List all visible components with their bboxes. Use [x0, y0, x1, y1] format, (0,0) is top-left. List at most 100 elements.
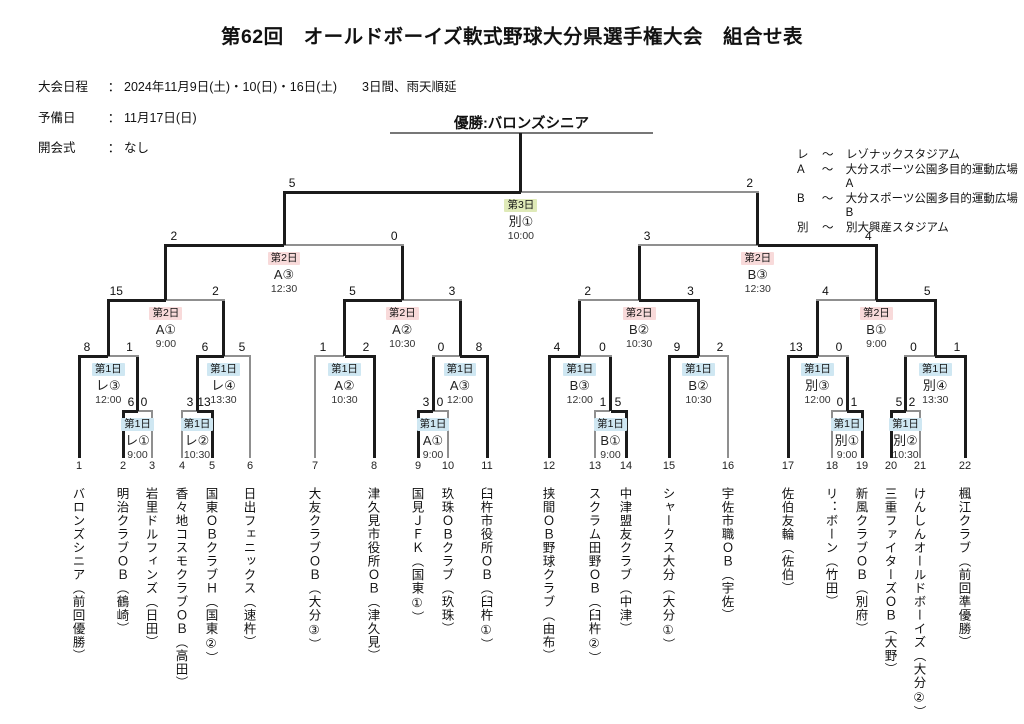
info-row-2: 開会式：なし — [38, 137, 456, 168]
match-a3d2-bar-left — [164, 243, 285, 247]
match-re3-score-right: 1 — [126, 340, 133, 354]
match-re3-left-leg — [77, 356, 81, 458]
team-18-name: リ：ボーン（竹田） — [823, 487, 838, 609]
match-b1d2-bar-right — [876, 298, 937, 302]
team-10-number: 10 — [441, 460, 455, 472]
match-b3d2-score-right: 4 — [865, 229, 872, 243]
match-re2-score-left: 3 — [186, 395, 194, 409]
match-b1d2-bar-left — [816, 299, 877, 301]
match-time: 10:30 — [625, 338, 653, 350]
info-colon: ： — [107, 110, 121, 125]
legend-name: 大分スポーツ公園多目的運動広場A — [845, 163, 1018, 191]
match-code: A① — [422, 433, 444, 448]
match-time: 12:00 — [804, 394, 831, 406]
match-final-bar-left — [282, 190, 521, 194]
match-a3d1-score-left: 0 — [437, 340, 445, 354]
match-b3d1-left-leg — [547, 356, 551, 458]
match-b2d2-score-left: 2 — [584, 284, 592, 298]
team-13-name: スクラム田野ＯＢ（臼杵②） — [586, 487, 601, 665]
match-b1d1-score-right: 5 — [614, 395, 622, 409]
team-20-number: 20 — [884, 460, 898, 472]
match-a3d2-score-right: 0 — [390, 229, 398, 243]
match-be1-score-right: 1 — [850, 395, 858, 409]
team-5-number: 5 — [208, 460, 216, 472]
match-b2d2-bar-left — [578, 299, 640, 301]
team-21-number: 21 — [913, 460, 927, 472]
team-15-name: シャークス大分（大分①） — [660, 487, 675, 652]
match-day-chip: 第1日 — [830, 418, 864, 431]
info-value: なし — [124, 141, 150, 155]
match-code: B③ — [569, 378, 590, 393]
match-a1d1-bar-left — [416, 409, 433, 413]
match-a1d2-left-leg — [106, 300, 110, 356]
team-6-number: 6 — [246, 460, 254, 472]
team-7-number: 7 — [311, 460, 319, 472]
match-day-chip: 第2日 — [385, 307, 419, 320]
legend-row-1: A～大分スポーツ公園多目的運動広場A — [797, 163, 1024, 192]
match-a3d1-bar-right — [460, 354, 489, 358]
match-a3d1-left-leg — [431, 356, 435, 411]
match-b2d1-right-leg — [727, 356, 729, 458]
match-code: A② — [392, 322, 413, 337]
team-8-number: 8 — [370, 460, 378, 472]
match-code: 別① — [834, 433, 860, 448]
match-re1-right-leg — [151, 411, 153, 458]
legend-code: レ — [797, 149, 809, 161]
team-22-number: 22 — [958, 460, 972, 472]
match-be2-left-leg — [889, 411, 893, 458]
match-day-chip: 第1日 — [594, 418, 627, 431]
match-be4-right-leg — [963, 356, 967, 458]
match-be2-bar-left — [889, 409, 906, 413]
match-a2d1-bar-left — [314, 355, 345, 357]
match-a1d1-right-leg — [447, 411, 449, 458]
match-be1-right-leg — [860, 411, 864, 458]
team-1-name: バロンズシニア（前回優勝） — [70, 487, 85, 663]
match-day-chip: 第2日 — [149, 307, 183, 320]
match-re2-score-right: 13 — [197, 395, 211, 409]
team-13-number: 13 — [588, 460, 602, 472]
match-time: 9:00 — [866, 338, 887, 350]
match-be1-left-leg — [831, 411, 833, 458]
match-a2d2-left-leg — [343, 300, 346, 356]
match-time: 9:00 — [155, 338, 177, 350]
champion-underline — [390, 132, 653, 134]
match-re4-bar-right — [223, 355, 251, 357]
match-a1d1-left-leg — [416, 411, 420, 458]
legend-tilde: ～ — [822, 149, 834, 161]
info-row-1: 予備日：11月17日(日) — [38, 107, 456, 138]
match-code: A③ — [449, 378, 471, 393]
legend-code: 別 — [797, 221, 809, 234]
match-b1d2-score-left: 4 — [822, 284, 829, 298]
legend-tilde: ～ — [821, 163, 834, 176]
team-11-name: 臼杵市役所ＯＢ（臼杵①） — [478, 487, 493, 652]
legend-tilde: ～ — [822, 221, 834, 234]
match-b1d2-right-leg — [933, 300, 937, 356]
match-day-chip: 第2日 — [267, 252, 301, 265]
team-9-number: 9 — [414, 460, 422, 472]
match-a2d2-bar-right — [402, 299, 462, 301]
match-re3-bar-left — [77, 354, 109, 358]
legend-name: 別大興産スタジアム — [846, 221, 949, 234]
team-11-number: 11 — [481, 460, 493, 472]
champion-label: 優勝:バロンズシニア — [453, 116, 590, 132]
match-code: レ④ — [211, 378, 236, 393]
match-re1-left-leg — [121, 411, 125, 458]
match-be3-bar-left — [786, 354, 818, 358]
match-b3d2-bar-left — [637, 244, 758, 246]
match-be1-bar-right — [847, 409, 864, 413]
match-be3-left-leg — [786, 356, 790, 458]
team-16-name: 宇佐市職ＯＢ（宇佐） — [719, 487, 734, 622]
team-5-name: 国東ＯＢクラブＨ（国東②） — [203, 487, 218, 665]
match-re2-bar-left — [181, 410, 197, 412]
match-code: B① — [600, 433, 621, 448]
match-a1d2-bar-left — [106, 298, 166, 302]
team-9-name: 国見ＪＦＫ（国東①） — [409, 487, 424, 625]
team-2-number: 2 — [119, 460, 127, 472]
match-a1d2-right-leg — [222, 300, 225, 356]
